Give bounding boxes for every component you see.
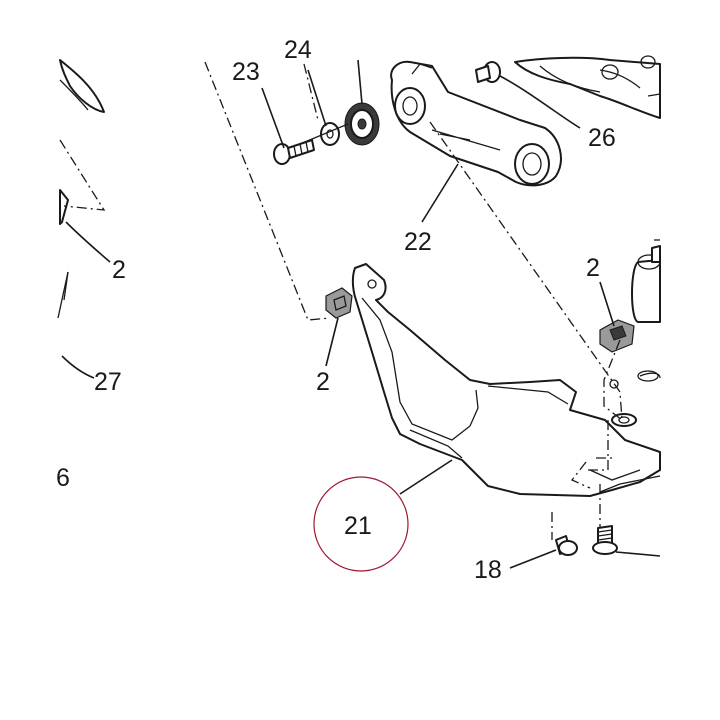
- centerlines: [204, 61, 623, 540]
- washer-24: [320, 122, 340, 146]
- callout-6: 6: [56, 464, 70, 492]
- callout-2-right: 2: [586, 254, 600, 282]
- bolt-23: [273, 139, 315, 165]
- gear-part: [299, 102, 380, 146]
- callout-18: 18: [474, 556, 502, 584]
- highlight-circle: [313, 476, 409, 572]
- right-post: [631, 239, 661, 323]
- callout-2-mid: 2: [316, 368, 330, 396]
- callout-24: 24: [284, 36, 312, 64]
- screw-right: [592, 525, 618, 555]
- callout-22: 22: [404, 228, 432, 256]
- callout-26: 26: [588, 124, 616, 152]
- left-bracket-part: [57, 59, 105, 319]
- callout-2-left: 2: [112, 256, 126, 284]
- bolt-26: [475, 61, 501, 83]
- centerline-left: [59, 139, 106, 211]
- callout-labels: 23 24 26 22 2 2 2 27 6 21 18: [56, 36, 616, 584]
- leader-lines: [61, 59, 661, 569]
- bracket-22: [390, 60, 562, 187]
- screw-18: [555, 535, 578, 556]
- callout-21: 21: [344, 512, 372, 540]
- callout-23: 23: [232, 58, 260, 86]
- clip-nut-right: [599, 319, 635, 353]
- top-right-housing: [514, 55, 661, 119]
- callout-27: 27: [94, 368, 122, 396]
- clip-nut-left: [325, 287, 353, 319]
- fairing-panel-21: [351, 263, 661, 497]
